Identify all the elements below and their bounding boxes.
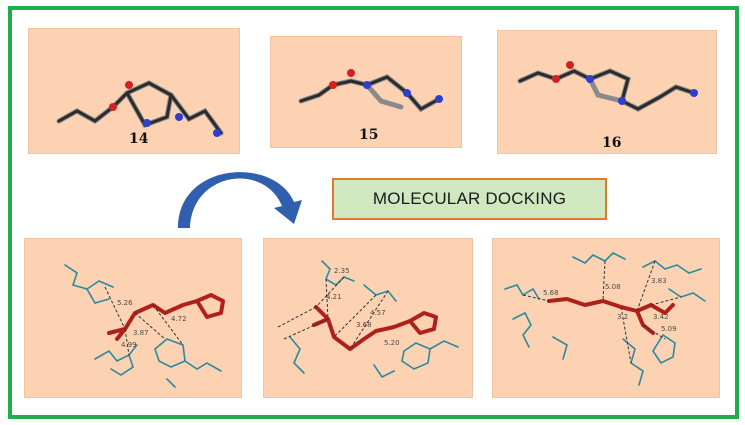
distance-label: 5.26 (117, 299, 133, 307)
compound-14-structure (56, 80, 224, 137)
distance-label: 3.42 (653, 313, 669, 321)
distance-label: 5.09 (661, 325, 677, 333)
distance-label: 5.08 (605, 283, 621, 291)
compound-15-panel: 15 (270, 36, 462, 148)
docking-pose-16: 5.68 5.08 3.83 3.2 3.42 5.09 (504, 252, 706, 386)
distance-label: 5.68 (543, 289, 559, 297)
distance-label: 2.35 (334, 267, 350, 275)
compound-16-structure (517, 61, 698, 112)
curved-arrow-icon (178, 172, 302, 228)
compound-15-structure (298, 69, 443, 113)
docking-panel-15: 2.35 4.21 4.57 3.68 5.20 (263, 238, 473, 398)
distance-label: 3.87 (133, 329, 149, 337)
docking-panel-14: 5.26 3.87 4.72 4.99 (24, 238, 242, 398)
distance-label: 4.21 (326, 293, 342, 301)
docking-panel-16: 5.68 5.08 3.83 3.2 3.42 5.09 (492, 238, 720, 398)
distance-label: 4.99 (121, 341, 137, 349)
distance-label: 4.57 (370, 309, 386, 317)
distance-label: 3.83 (651, 277, 667, 285)
docking-pose-15: 2.35 4.21 4.57 3.68 5.20 (277, 260, 459, 379)
compound-16-panel: 16 (497, 30, 717, 154)
compound-16-label: 16 (602, 135, 622, 151)
distance-label: 3.68 (356, 321, 372, 329)
molecular-docking-label: MOLECULAR DOCKING (332, 178, 607, 220)
compound-15-label: 15 (359, 127, 379, 143)
distance-label: 5.20 (384, 339, 400, 347)
distance-label: 3.2 (617, 313, 628, 321)
distance-label: 4.72 (171, 315, 187, 323)
compound-14-label: 14 (129, 131, 149, 147)
compound-14-panel: 14 (28, 28, 240, 154)
docking-pose-14: 5.26 3.87 4.72 4.99 (64, 264, 225, 388)
